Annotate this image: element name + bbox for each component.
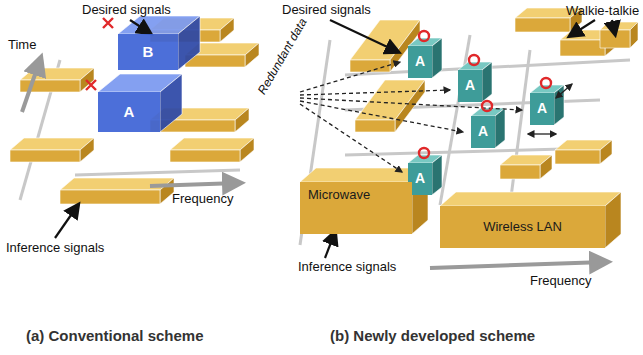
- block-face: [440, 192, 621, 206]
- block-face: [10, 138, 94, 150]
- block-face: [600, 140, 612, 164]
- block-face: [240, 138, 254, 162]
- block-face: [560, 40, 605, 56]
- block-face: [500, 165, 540, 179]
- block-face: [540, 155, 552, 179]
- interference-block: Wireless LAN: [440, 206, 605, 248]
- leader-line: [330, 20, 398, 52]
- block-face: [515, 18, 570, 32]
- frequency-axis: [430, 262, 605, 268]
- block-face: [432, 38, 442, 78]
- block-face: [355, 120, 395, 132]
- annotation-label: Inference signals: [6, 241, 104, 255]
- reject-mark: [103, 18, 113, 28]
- block-label: Wireless LAN: [483, 220, 562, 234]
- accept-mark: [482, 101, 492, 111]
- block-face: [495, 108, 505, 148]
- leader-line: [55, 205, 78, 238]
- block-face: [630, 22, 638, 48]
- block-face: [178, 16, 200, 70]
- signal-block: B: [118, 34, 178, 70]
- block-face: [482, 62, 492, 102]
- redundant-arrow: [300, 62, 400, 92]
- signal-letter: A: [415, 171, 425, 186]
- block-face: [245, 43, 259, 67]
- block-face: [160, 74, 182, 132]
- block-face: [220, 18, 234, 42]
- block-face: [10, 150, 80, 162]
- block-face: [80, 138, 94, 162]
- redundant-arrow: [300, 98, 522, 110]
- signal-letter: A: [537, 101, 547, 116]
- block-face: [170, 150, 240, 162]
- redundant-arrow: [300, 90, 450, 95]
- block-face: [235, 108, 249, 132]
- block-face: [350, 60, 390, 72]
- signal-letter: A: [124, 104, 135, 121]
- block-label: Microwave: [308, 188, 370, 202]
- leader-line: [325, 232, 335, 258]
- block-face: [170, 138, 254, 150]
- block-face: [432, 155, 442, 195]
- annotation-label: Desired signals: [82, 3, 171, 17]
- frequency-axis: [150, 183, 238, 186]
- signal-block: A: [98, 92, 160, 132]
- block-face: [60, 190, 160, 204]
- signal-letter: A: [465, 78, 475, 93]
- interference-block: Microwave: [300, 182, 412, 234]
- annotation-label: Inference signals: [298, 260, 396, 274]
- signal-letter: A: [478, 124, 488, 139]
- signal-block: A: [471, 116, 495, 148]
- accept-mark: [419, 31, 429, 41]
- block-face: [555, 150, 600, 164]
- signal-block: A: [530, 93, 554, 125]
- redundant-arrow: [300, 101, 463, 132]
- block-face: [160, 178, 174, 204]
- annotation-label: Walkie-talkie: [566, 4, 639, 18]
- block-face: [554, 85, 564, 125]
- signal-block: A: [458, 70, 482, 102]
- leader-line: [612, 20, 615, 34]
- reject-mark: [86, 80, 96, 90]
- panel-caption: (a) Conventional scheme: [26, 328, 204, 345]
- shift-arrow: [528, 133, 556, 134]
- shift-arrow: [556, 84, 572, 98]
- signal-letter: A: [415, 54, 425, 69]
- annotation-label: Desired signals: [282, 3, 371, 17]
- annotation-label: Frequency: [172, 192, 233, 206]
- redundant-arrow: [300, 104, 402, 172]
- leader-line: [130, 20, 150, 33]
- block-face: [605, 192, 621, 248]
- signal-letter: B: [143, 44, 154, 61]
- panel-caption: (b) Newly developed scheme: [330, 328, 535, 345]
- accept-mark: [541, 78, 551, 88]
- time-axis: [22, 60, 40, 112]
- annotation-label: Time: [8, 38, 36, 52]
- accept-mark: [419, 148, 429, 158]
- leader-line: [570, 20, 595, 36]
- annotation-label: Frequency: [530, 274, 591, 288]
- signal-block: A: [408, 46, 432, 78]
- annotation-label: Redundant data: [256, 16, 310, 97]
- accept-mark: [469, 55, 479, 65]
